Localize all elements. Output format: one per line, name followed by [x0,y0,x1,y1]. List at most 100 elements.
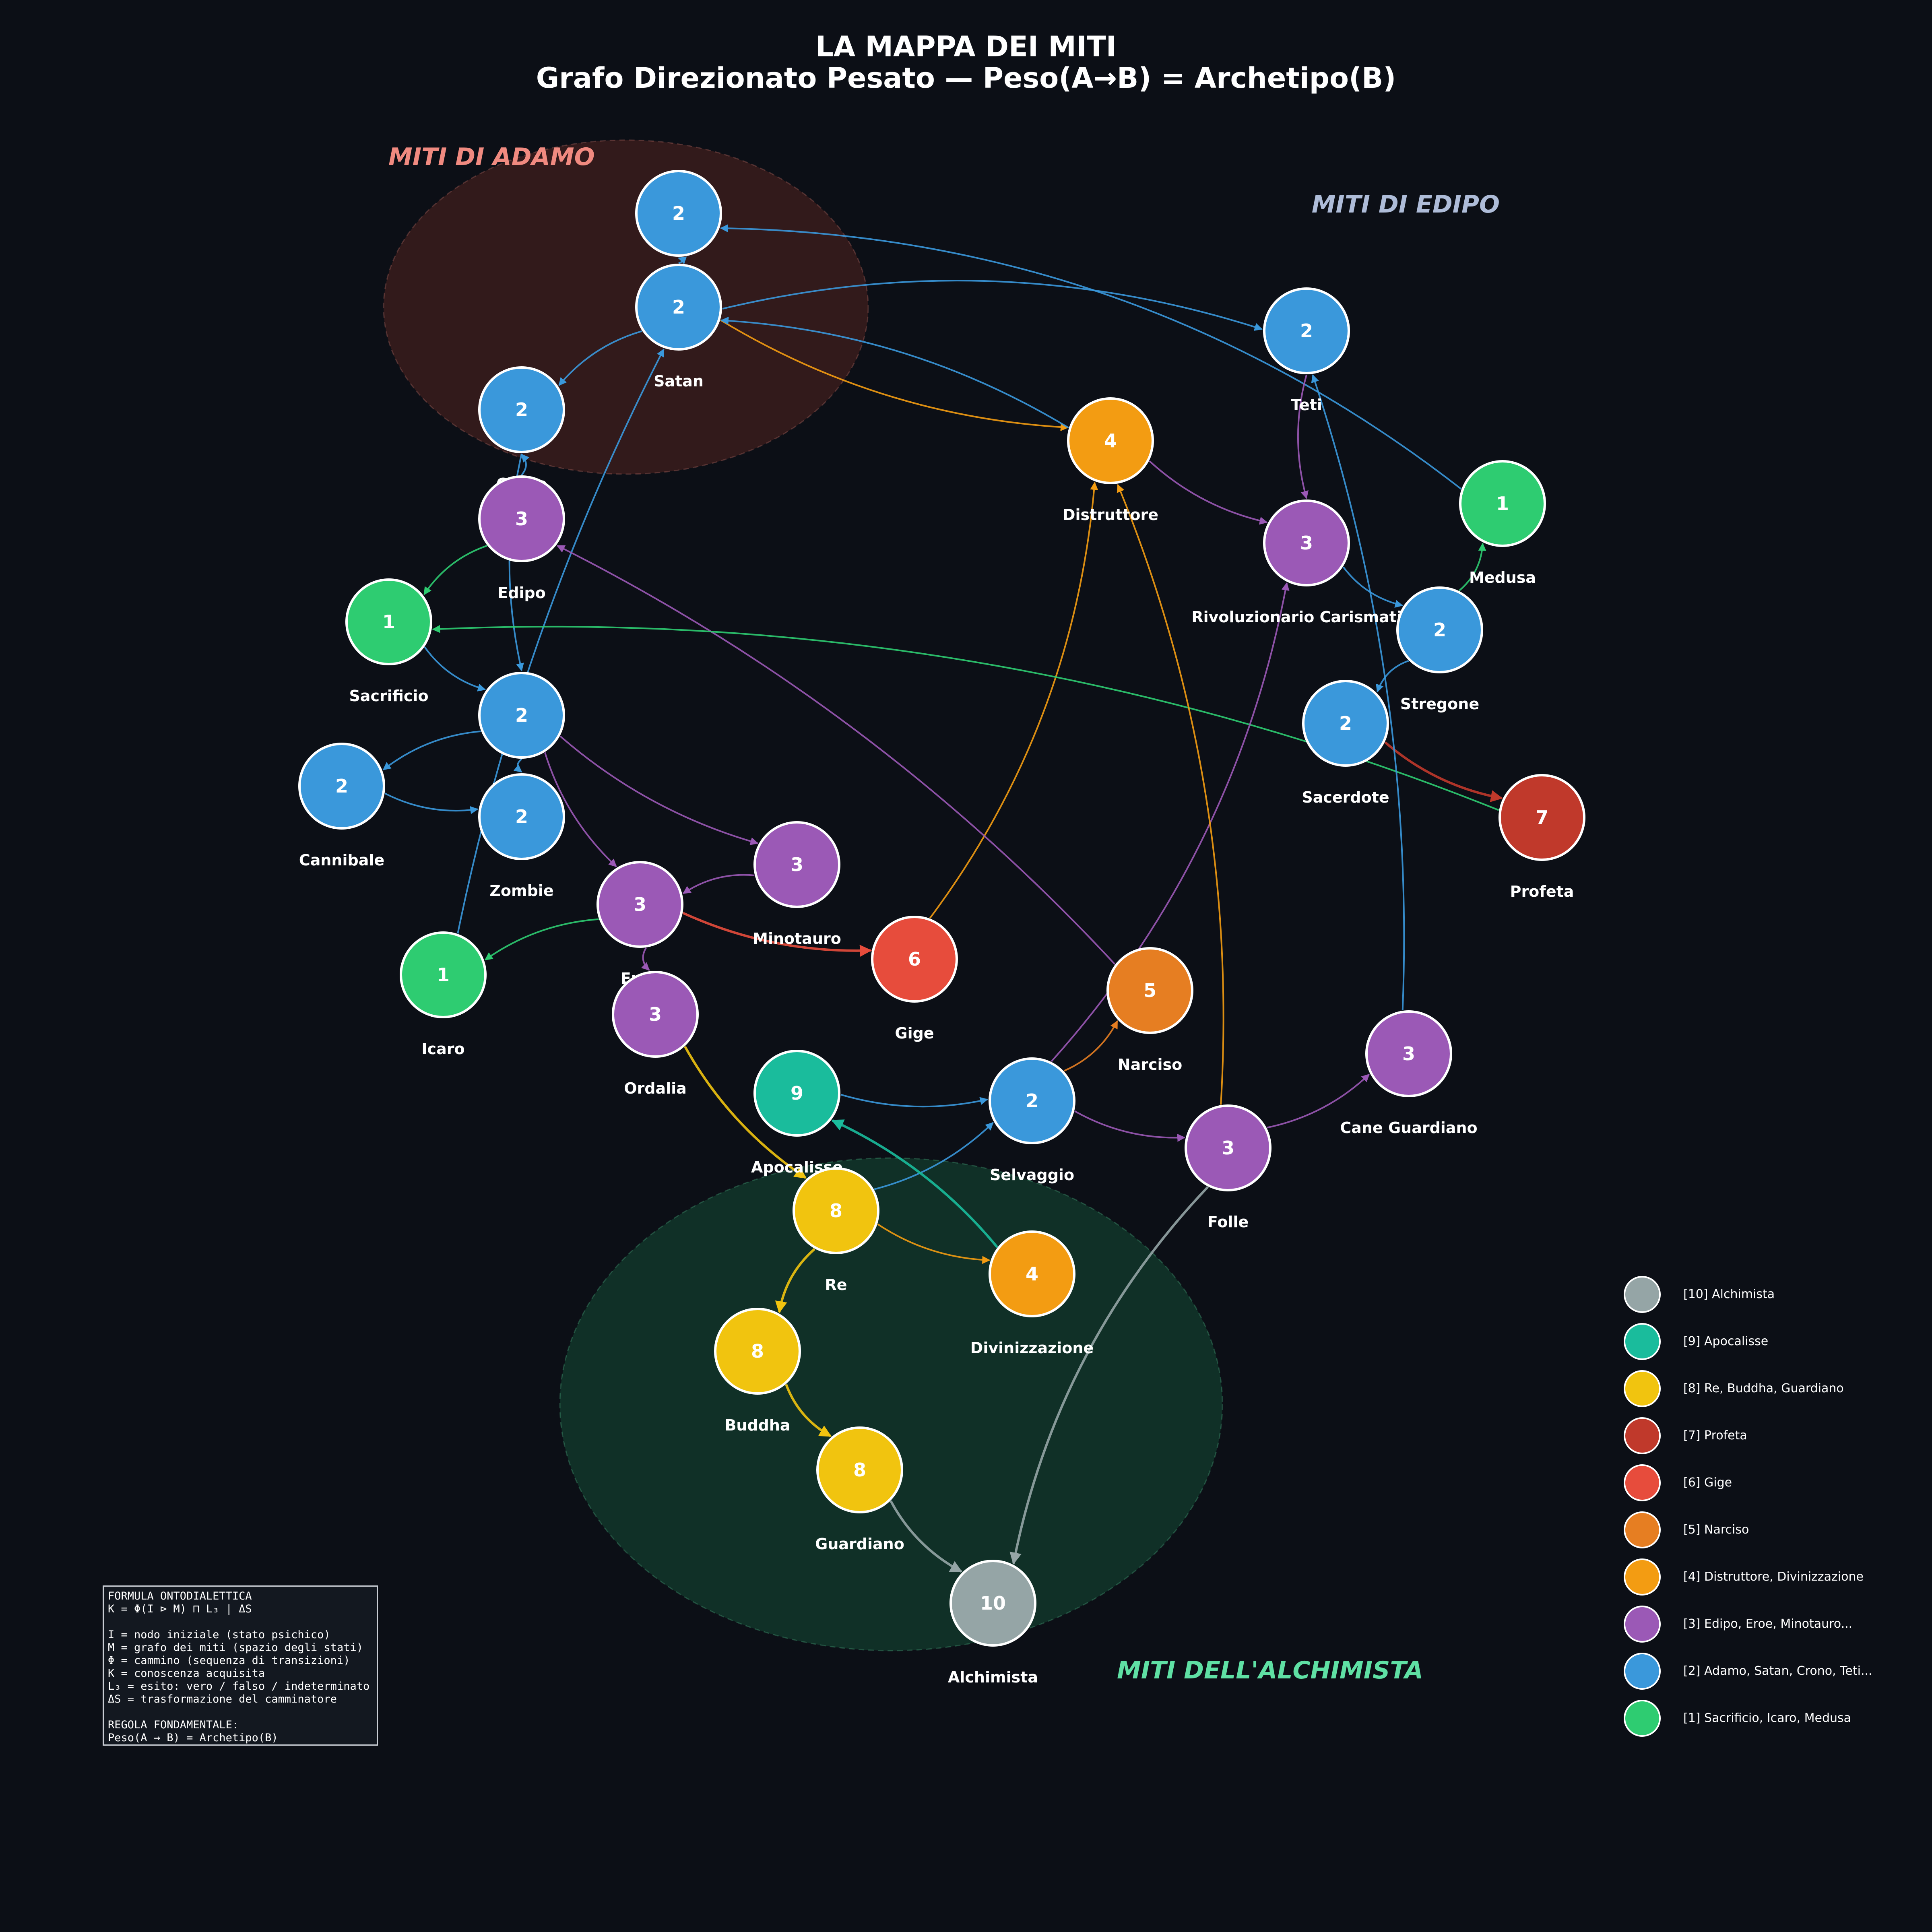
node-weight: 8 [751,1340,764,1362]
node-label: Rivoluzionario Carismatico [1191,608,1421,626]
legend-item: [2] Adamo, Satan, Crono, Teti... [1624,1653,1922,1700]
edge-folle-to-alchimista [1009,1186,1209,1565]
node-weight: 7 [1536,807,1548,828]
region-label-adamo: MITI DI ADAMO [388,143,595,171]
legend-swatch [1624,1606,1661,1643]
formula-line: FORMULA ONTODIALETTICA [108,1590,252,1602]
node-weight: 2 [515,399,528,421]
legend-label: [7] Profeta [1683,1428,1747,1443]
node-re[interactable]: 8Re [793,1167,879,1294]
edge-eroe-to-icaro [484,918,599,961]
legend-label: [10] Alchimista [1683,1287,1775,1301]
legend-swatch [1624,1653,1661,1690]
edge-apocalisse-to-selvaggio [840,1094,989,1108]
node-weight: 8 [830,1200,842,1222]
edge-distruttore-to-rivoluzionario [1149,460,1268,525]
legend-item: [8] Re, Buddha, Guardiano [1624,1370,1922,1417]
formula-line: K = conoscenza acquisita [108,1667,265,1680]
node-circle [298,743,385,830]
node-label: Edipo [497,584,546,602]
node-circle [1106,947,1193,1034]
legend-item: [1] Sacrificio, Icaro, Medusa [1624,1700,1922,1747]
formula-line: Φ = cammino (sequenza di transizioni) [108,1654,350,1667]
node-circle [635,170,722,257]
legend-swatch [1624,1700,1661,1737]
edge-divinizzazione-to-apocalisse [831,1119,998,1248]
node-circle [816,1426,903,1513]
node-label: Teti [1291,396,1322,414]
node-label: Folle [1208,1213,1249,1231]
legend-item: [3] Edipo, Eroe, Minotauro... [1624,1606,1922,1653]
node-weight: 5 [1144,980,1156,1001]
node-label: Minotauro [753,930,841,947]
edge-cane-to-teti [1311,374,1405,1011]
node-weight: 3 [649,1003,662,1025]
node-label: Re [825,1276,847,1294]
legend-item: [7] Profeta [1624,1417,1922,1464]
legend-label: [3] Edipo, Eroe, Minotauro... [1683,1617,1853,1631]
node-circle [1067,397,1154,484]
node-weight: 4 [1026,1263,1038,1285]
edge-mostro-to-minotauro [559,735,759,845]
node-circle [478,475,565,562]
legend-label: [4] Distruttore, Divinizzazione [1683,1570,1864,1584]
node-label: Divinizzazione [970,1339,1094,1357]
node-circle [753,821,840,908]
edge-stregone-to-sacerdote [1376,660,1409,693]
edge-mostro-to-cannibale [382,730,481,770]
node-label: Alchimista [948,1668,1038,1686]
legend-swatch [1624,1511,1661,1548]
formula-line: Peso(A → B) = Archetipo(B) [108,1732,278,1744]
edge-eroe-to-gige [682,912,872,957]
edge-re-to-selvaggio [874,1122,994,1190]
node-label: Cannibale [299,851,384,869]
node-circle [597,861,683,948]
edge-minotauro-to-eroe [682,874,755,894]
node-circle [989,1057,1075,1144]
legend-item: [5] Narciso [1624,1511,1922,1558]
legend-swatch [1624,1370,1661,1407]
node-weight: 2 [1026,1090,1038,1112]
node-circle [400,931,487,1018]
node-circle [1185,1104,1271,1191]
node-eroe[interactable]: 3Eroe [597,861,683,987]
node-weight: 3 [1402,1043,1415,1065]
node-weight: 2 [1433,619,1446,641]
legend-swatch [1624,1276,1661,1313]
legend-label: [9] Apocalisse [1683,1334,1769,1348]
legend-label: [1] Sacrificio, Icaro, Medusa [1683,1711,1852,1725]
formula-line: K = Φ(I ⊳ M) ⊓ L₃ | ΔS [108,1603,252,1615]
node-circle [478,366,565,453]
edge-selvaggio-to-rivoluzionario [1051,582,1290,1062]
formula-line: L₃ = esito: vero / falso / indeterminato [108,1680,370,1693]
edge-eroe-to-ordalia [641,947,650,971]
